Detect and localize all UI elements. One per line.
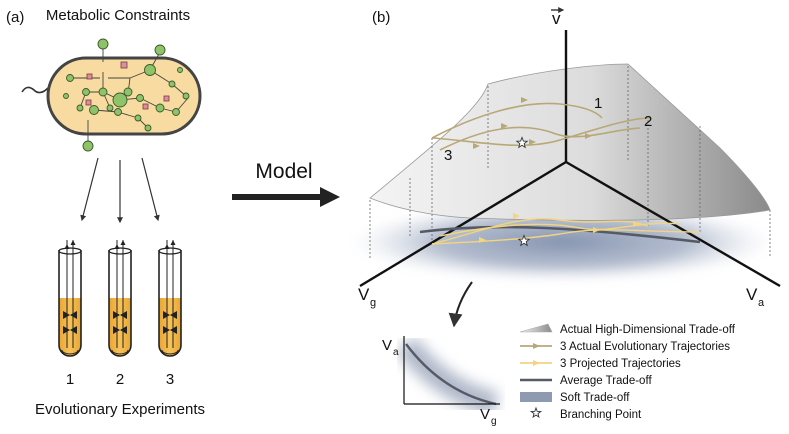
panel-b-label: (b) (372, 9, 390, 26)
arrow-to-tube-1 (80, 157, 99, 222)
actual-trajectories (431, 102, 651, 151)
inset-x-label: V g (480, 406, 497, 427)
projected-trajectories (431, 218, 701, 245)
cell (21, 38, 202, 152)
legend-arrow-actual (533, 343, 540, 349)
metabolites (63, 38, 190, 152)
tube-stirrer (163, 326, 177, 334)
tube-arrow-in (164, 244, 170, 249)
tube-arrow-in (64, 244, 70, 249)
inset-average-tradeoff (405, 343, 497, 406)
tube-medium (109, 298, 131, 356)
svg-text:g: g (491, 416, 497, 427)
tube-label: 1 (66, 371, 74, 388)
svg-text:V: V (382, 337, 392, 354)
tube-glass (158, 250, 182, 357)
tube-stirrer (63, 311, 77, 319)
test-tube-3: 3 (158, 240, 182, 388)
tube-rim (158, 247, 182, 255)
legend-text-branching: Branching Point (560, 409, 642, 421)
tube-arrow-out (170, 240, 176, 245)
tube-glass (58, 250, 82, 357)
trajectory-label-3: 3 (444, 147, 452, 164)
branching-point-star-floor (517, 234, 531, 247)
tube-arrow-in (114, 244, 120, 249)
inset-plot: V a V g (382, 336, 500, 427)
panel-a-title: Metabolic Constraints (46, 7, 190, 24)
legend-text-surface: Actual High-Dimensional Trade-off (560, 324, 736, 336)
trajectory-label-1: 1 (594, 95, 602, 112)
arrow-to-inset (448, 281, 473, 328)
test-tube-1: 1 (58, 240, 82, 388)
panel-a-caption: Evolutionary Experiments (35, 401, 205, 418)
axis-vg-label: V g (358, 285, 376, 309)
model-arrow: Model (232, 160, 340, 207)
model-label: Model (255, 160, 312, 183)
model-arrow-shape (232, 187, 340, 207)
tube-medium (159, 298, 181, 356)
test-tube-2: 2 (108, 240, 132, 388)
average-tradeoff-line (419, 225, 701, 244)
svg-text:g: g (370, 297, 376, 309)
projection-lines (369, 66, 771, 258)
arrow-to-tube-3 (141, 157, 160, 222)
inset-y-label: V a (382, 337, 399, 358)
legend-arrow-projected (533, 360, 540, 366)
trajectory-label-2: 2 (644, 113, 652, 130)
soft-tradeoff-region (352, 202, 772, 282)
svg-text:V: V (480, 406, 490, 423)
inset-soft-tradeoff (396, 336, 499, 416)
svg-text:v: v (552, 9, 561, 28)
legend-text-average: Average Trade-off (560, 375, 652, 387)
tube-rim (108, 247, 132, 255)
tube-stirrer (163, 311, 177, 319)
svg-text:V: V (358, 285, 370, 304)
svg-text:a: a (758, 297, 765, 309)
actual-trajectory-arrowheads (473, 97, 592, 149)
tube-label: 3 (166, 371, 174, 388)
panel-a-label: (a) (6, 9, 24, 26)
legend-text-projected: 3 Projected Trajectories (560, 358, 681, 370)
tube-arrow-out (120, 240, 126, 245)
tube-stirrer (113, 326, 127, 334)
tube-stir-arc (111, 349, 129, 355)
svg-text:a: a (393, 347, 399, 358)
tube-label: 2 (116, 371, 124, 388)
legend-swatch-soft (520, 392, 552, 402)
enzymes (85, 61, 170, 110)
svg-text:V: V (746, 285, 758, 304)
legend-text-soft: Soft Trade-off (560, 392, 630, 404)
panel-b: (b) v V g V (352, 7, 781, 427)
tube-rim (58, 247, 82, 255)
tube-medium (59, 298, 81, 356)
axis-va-label: V a (746, 285, 765, 309)
tube-stir-arc (161, 349, 179, 355)
tube-glass (108, 250, 132, 357)
legend-swatch-surface (519, 323, 553, 333)
legend-text-actual: 3 Actual Evolutionary Trajectories (560, 341, 730, 353)
tube-stirrer (113, 311, 127, 319)
high-dimensional-tradeoff-surface (369, 63, 771, 221)
axis-v-label: v (551, 7, 565, 28)
tube-stirrer (63, 326, 77, 334)
branching-point-star-surface (515, 136, 529, 149)
tube-arrow-out (70, 240, 76, 245)
projected-trajectory-arrowheads (479, 213, 640, 243)
tube-stir-arc (61, 349, 79, 355)
metabolic-network (70, 46, 189, 144)
legend: Actual High-Dimensional Trade-off 3 Actu… (519, 323, 736, 421)
test-tubes: 1 2 3 (58, 240, 182, 388)
panel-a: (a) Metabolic Constraints (6, 7, 205, 418)
legend-swatch-branching-star (529, 406, 543, 419)
flagellum (21, 86, 49, 94)
